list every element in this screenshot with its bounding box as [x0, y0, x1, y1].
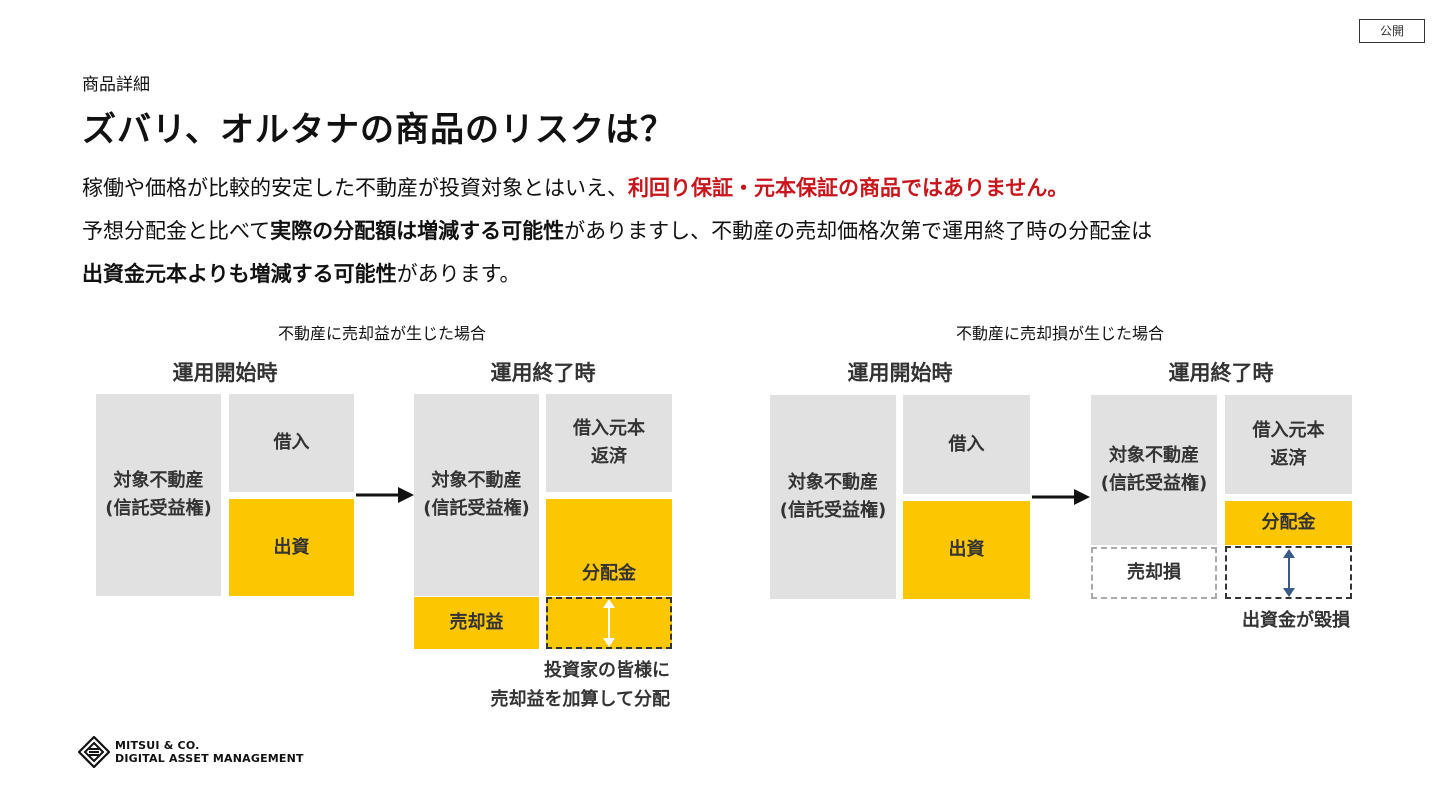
equity-label: 出資 — [948, 539, 985, 561]
property-label: 対象不動産 — [1108, 445, 1199, 467]
gain-up-down-arrow-icon — [603, 599, 615, 647]
repay-label: 借入元本 — [573, 418, 645, 440]
repay-sub-label: 返済 — [1270, 447, 1307, 469]
body-text: がありますし、不動産の売却価格次第で運用終了時の分配金は — [564, 219, 1153, 243]
loss-end-sale-loss: 売却損 — [1091, 547, 1217, 599]
loss-start-loan: 借入 — [903, 395, 1030, 494]
gain-start-equity: 出資 — [229, 499, 354, 596]
gain-note-line-1: 投資家の皆様に — [544, 660, 670, 681]
loss-up-down-arrow-icon — [1283, 549, 1295, 597]
property-sub-label: (信託受益権) — [423, 498, 530, 519]
loss-start-title: 運用開始時 — [847, 361, 953, 385]
body-bold: 実際の分配額は増減する可能性 — [270, 219, 565, 243]
loss-arrow-icon — [1032, 489, 1090, 505]
loan-label: 借入 — [948, 433, 985, 455]
gain-note-line-2: 売却益を加算して分配 — [490, 688, 670, 710]
body-text: があります。 — [396, 262, 521, 286]
gain-start-loan: 借入 — [229, 394, 354, 492]
distribution-label: 分配金 — [1261, 512, 1316, 534]
loss-start-equity: 出資 — [903, 501, 1030, 599]
body-text: 稼働や価格が比較的安定した不動産が投資対象とはいえ、 — [82, 176, 628, 200]
loss-end-distribution: 分配金 — [1225, 501, 1352, 545]
gain-scenario-label: 不動産に売却益が生じた場合 — [277, 324, 486, 343]
public-badge: 公開 — [1359, 19, 1425, 43]
loss-end-repayment: 借入元本返済 — [1225, 395, 1352, 494]
risk-highlight-end: 。 — [1047, 176, 1069, 200]
body-line-1: 稼働や価格が比較的安定した不動産が投資対象とはいえ、利回り保証・元本保証の商品で… — [82, 172, 1068, 202]
gain-end-distribution: 分配金 — [546, 499, 672, 596]
property-sub-label: (信託受益権) — [1100, 473, 1208, 494]
property-label: 対象不動産 — [113, 470, 204, 492]
gain-end-title: 運用終了時 — [490, 361, 596, 385]
property-label: 対象不動産 — [787, 472, 878, 494]
loss-note: 出資金が毀損 — [1242, 610, 1350, 631]
body-line-3: 出資金元本よりも増減する可能性があります。 — [82, 258, 521, 288]
loan-label: 借入 — [273, 432, 310, 454]
property-sub-label: (信託受益権) — [105, 498, 212, 519]
loss-end-property: 対象不動産 (信託受益権) — [1091, 395, 1217, 545]
company-logo-text: MITSUI & CO. DIGITAL ASSET MANAGEMENT — [115, 739, 304, 765]
repay-label: 借入元本 — [1252, 419, 1325, 441]
gain-start-title: 運用開始時 — [172, 361, 278, 385]
gain-end-repayment: 借入元本返済 — [546, 394, 672, 492]
mitsui-logo-icon — [78, 736, 110, 768]
property-sub-label: (信託受益権) — [779, 500, 887, 521]
risk-highlight: 利回り保証・元本保証の商品ではありません — [628, 176, 1048, 200]
page-title: ズバリ、オルタナの商品のリスクは？ — [82, 110, 675, 150]
body-text: 予想分配金と比べて — [82, 219, 271, 243]
distribution-label: 分配金 — [582, 563, 636, 585]
gain-end-property: 対象不動産 (信託受益権) — [414, 394, 539, 596]
sale-loss-label: 売却損 — [1127, 562, 1181, 584]
property-label: 対象不動産 — [431, 470, 522, 492]
breadcrumb: 商品詳細 — [82, 75, 150, 95]
gain-start-property: 対象不動産 (信託受益権) — [96, 394, 221, 596]
sale-gain-label: 売却益 — [449, 612, 504, 634]
gain-arrow-icon — [356, 487, 414, 503]
equity-label: 出資 — [273, 536, 310, 558]
body-bold: 出資金元本よりも増減する可能性 — [82, 262, 397, 286]
loss-end-title: 運用終了時 — [1168, 361, 1274, 385]
logo-line-1: MITSUI & CO. — [115, 739, 200, 752]
gain-note: 投資家の皆様に 売却益を加算して分配 — [420, 657, 670, 715]
loss-start-property: 対象不動産 (信託受益権) — [770, 395, 896, 599]
loss-scenario-label: 不動産に売却損が生じた場合 — [955, 324, 1164, 343]
body-line-2: 予想分配金と比べて実際の分配額は増減する可能性がありますし、不動産の売却価格次第… — [82, 215, 1152, 245]
logo-line-2: DIGITAL ASSET MANAGEMENT — [115, 752, 304, 765]
gain-end-sale-gain: 売却益 — [414, 597, 539, 649]
repay-sub-label: 返済 — [591, 446, 627, 467]
